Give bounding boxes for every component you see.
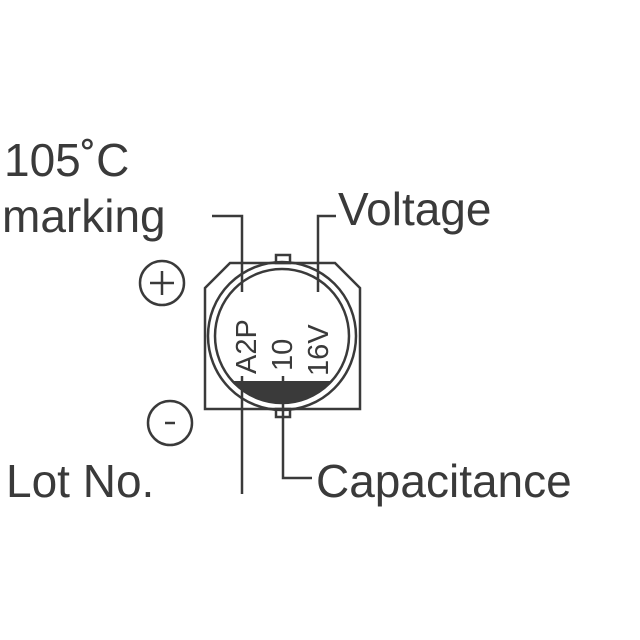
code-marking: A2P [231,319,263,374]
plus-polarity-icon [138,259,186,307]
temp-marking-label-line1: 105˚C [4,134,129,186]
voltage-label: Voltage [338,183,491,235]
temp-marking-label-line2: marking [2,190,166,242]
capacitance-marking: 10 [267,339,299,371]
minus-polarity-icon [146,399,194,447]
lot-number-label: Lot No. [6,455,154,507]
capacitance-label: Capacitance [316,455,572,507]
voltage-marking: 16V [303,324,335,376]
leader-lines [212,214,336,494]
negative-stripe [215,381,349,403]
capacitor-body [203,253,362,419]
